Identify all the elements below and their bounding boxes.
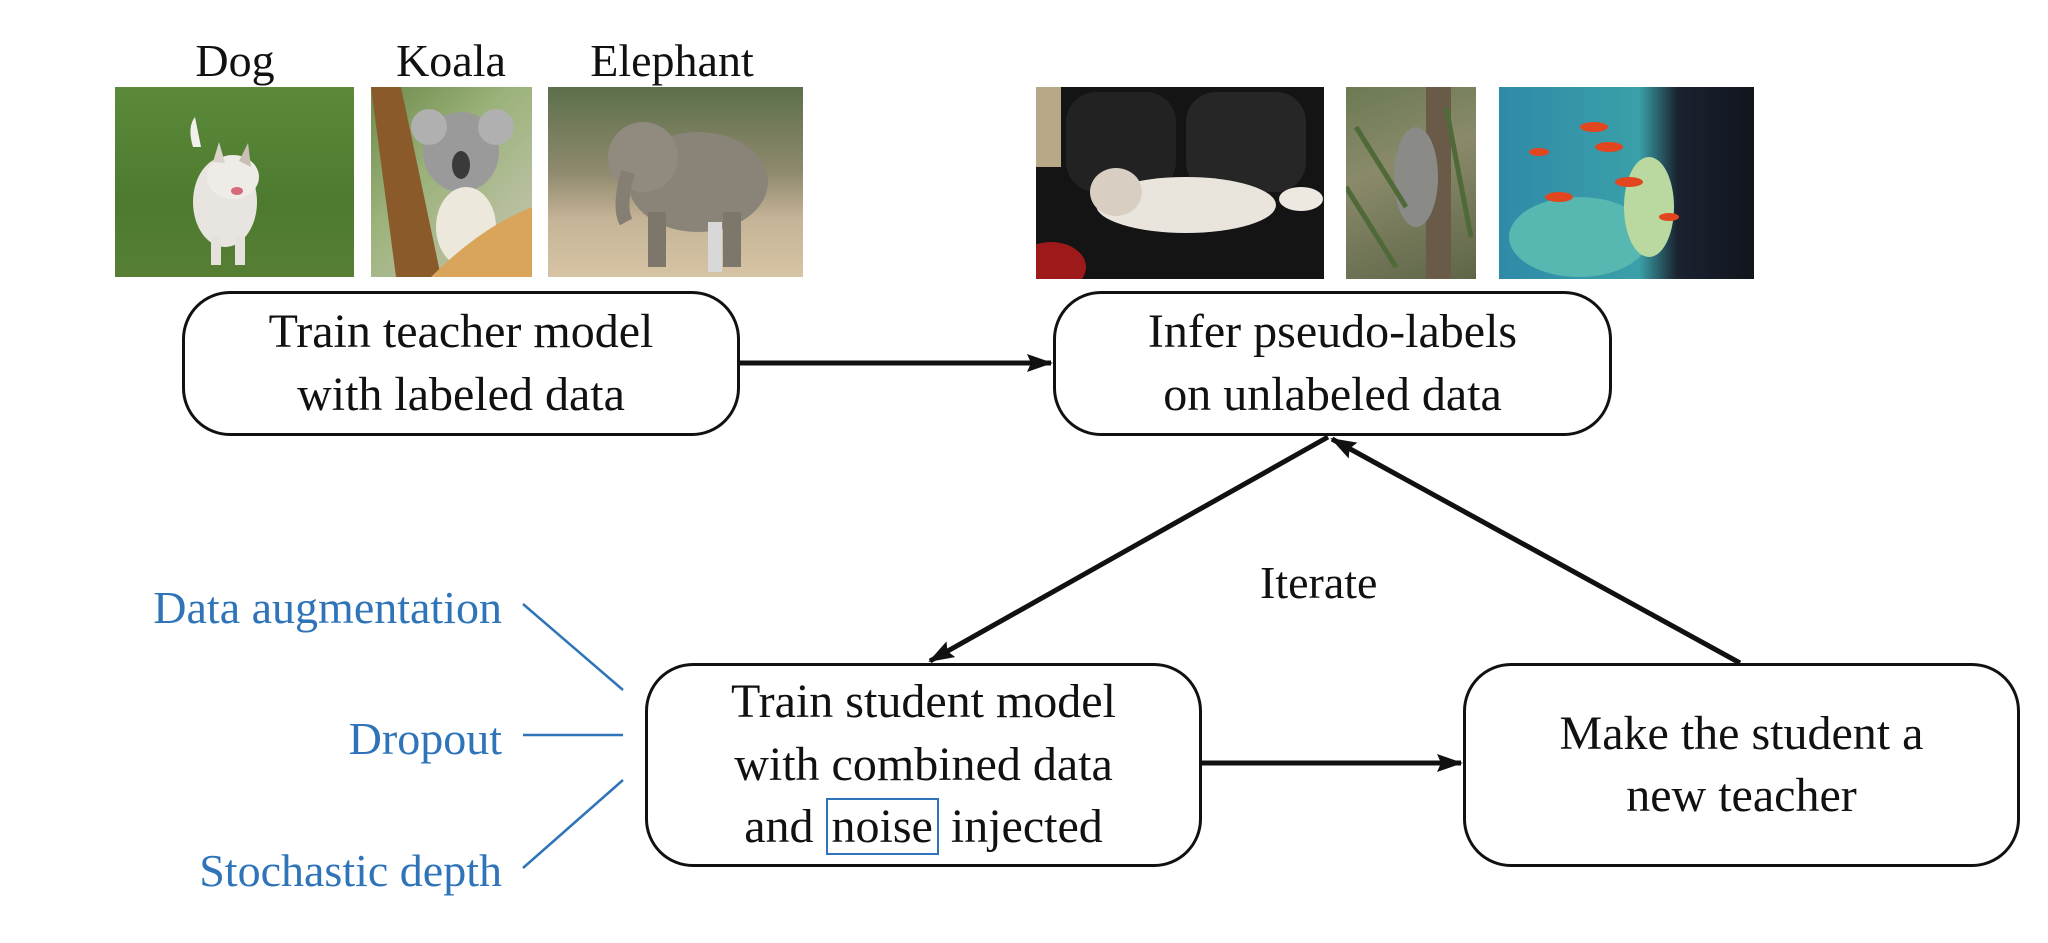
connector-data-augmentation: [522, 603, 624, 691]
arrow-infer-to-student: [928, 434, 1330, 664]
box-infer-line2: on unlabeled data: [1163, 367, 1502, 421]
image-elephant: [548, 87, 803, 277]
arrow-new-teacher-to-infer: [1330, 436, 1742, 666]
box-student-line3: and noise injected: [744, 796, 1103, 858]
noise-type-data-augmentation: Data augmentation: [153, 582, 502, 633]
iterate-label: Iterate: [1260, 557, 1378, 608]
husky-couch-illustration: [1036, 87, 1323, 279]
box-student-line3-pre: and: [744, 800, 814, 854]
noise-highlight: noise: [825, 798, 939, 856]
image-koala: [371, 87, 532, 277]
reef-illustration: [1509, 122, 1679, 277]
image-unlabeled-koala: [1346, 87, 1476, 279]
box-student-line2: with combined data: [734, 737, 1113, 791]
noise-type-stochastic-depth: Stochastic depth: [199, 845, 502, 896]
box-new-teacher-line2: new teacher: [1626, 769, 1857, 822]
connector-stochastic-depth: [522, 779, 624, 869]
box-train-student: Train student model with combined data a…: [645, 663, 1202, 867]
image-unlabeled-husky: [1036, 87, 1324, 279]
box-infer-line1: Infer pseudo-labels: [1147, 305, 1518, 359]
koala-illustration: [371, 87, 532, 277]
box-new-teacher: Make the student a new teacher: [1463, 663, 2020, 867]
dog-illustration: [190, 117, 259, 265]
elephant-illustration: [608, 122, 768, 272]
label-dog: Dog: [195, 35, 275, 86]
image-dog: [115, 87, 354, 277]
box-teacher-line1: Train teacher model: [268, 305, 654, 359]
image-unlabeled-reef: [1499, 87, 1754, 279]
koala-leaves-illustration: [1346, 87, 1474, 279]
noise-type-dropout: Dropout: [348, 713, 502, 764]
box-student-line3-post: injected: [950, 800, 1103, 854]
box-new-teacher-line1: Make the student a: [1559, 706, 1924, 760]
box-train-teacher: Train teacher model with labeled data: [182, 291, 740, 436]
box-student-line1: Train student model: [731, 675, 1116, 729]
box-teacher-line2: with labeled data: [297, 367, 625, 421]
label-koala: Koala: [396, 35, 506, 86]
label-elephant: Elephant: [590, 35, 754, 86]
box-infer-pseudo-labels: Infer pseudo-labels on unlabeled data: [1053, 291, 1612, 436]
